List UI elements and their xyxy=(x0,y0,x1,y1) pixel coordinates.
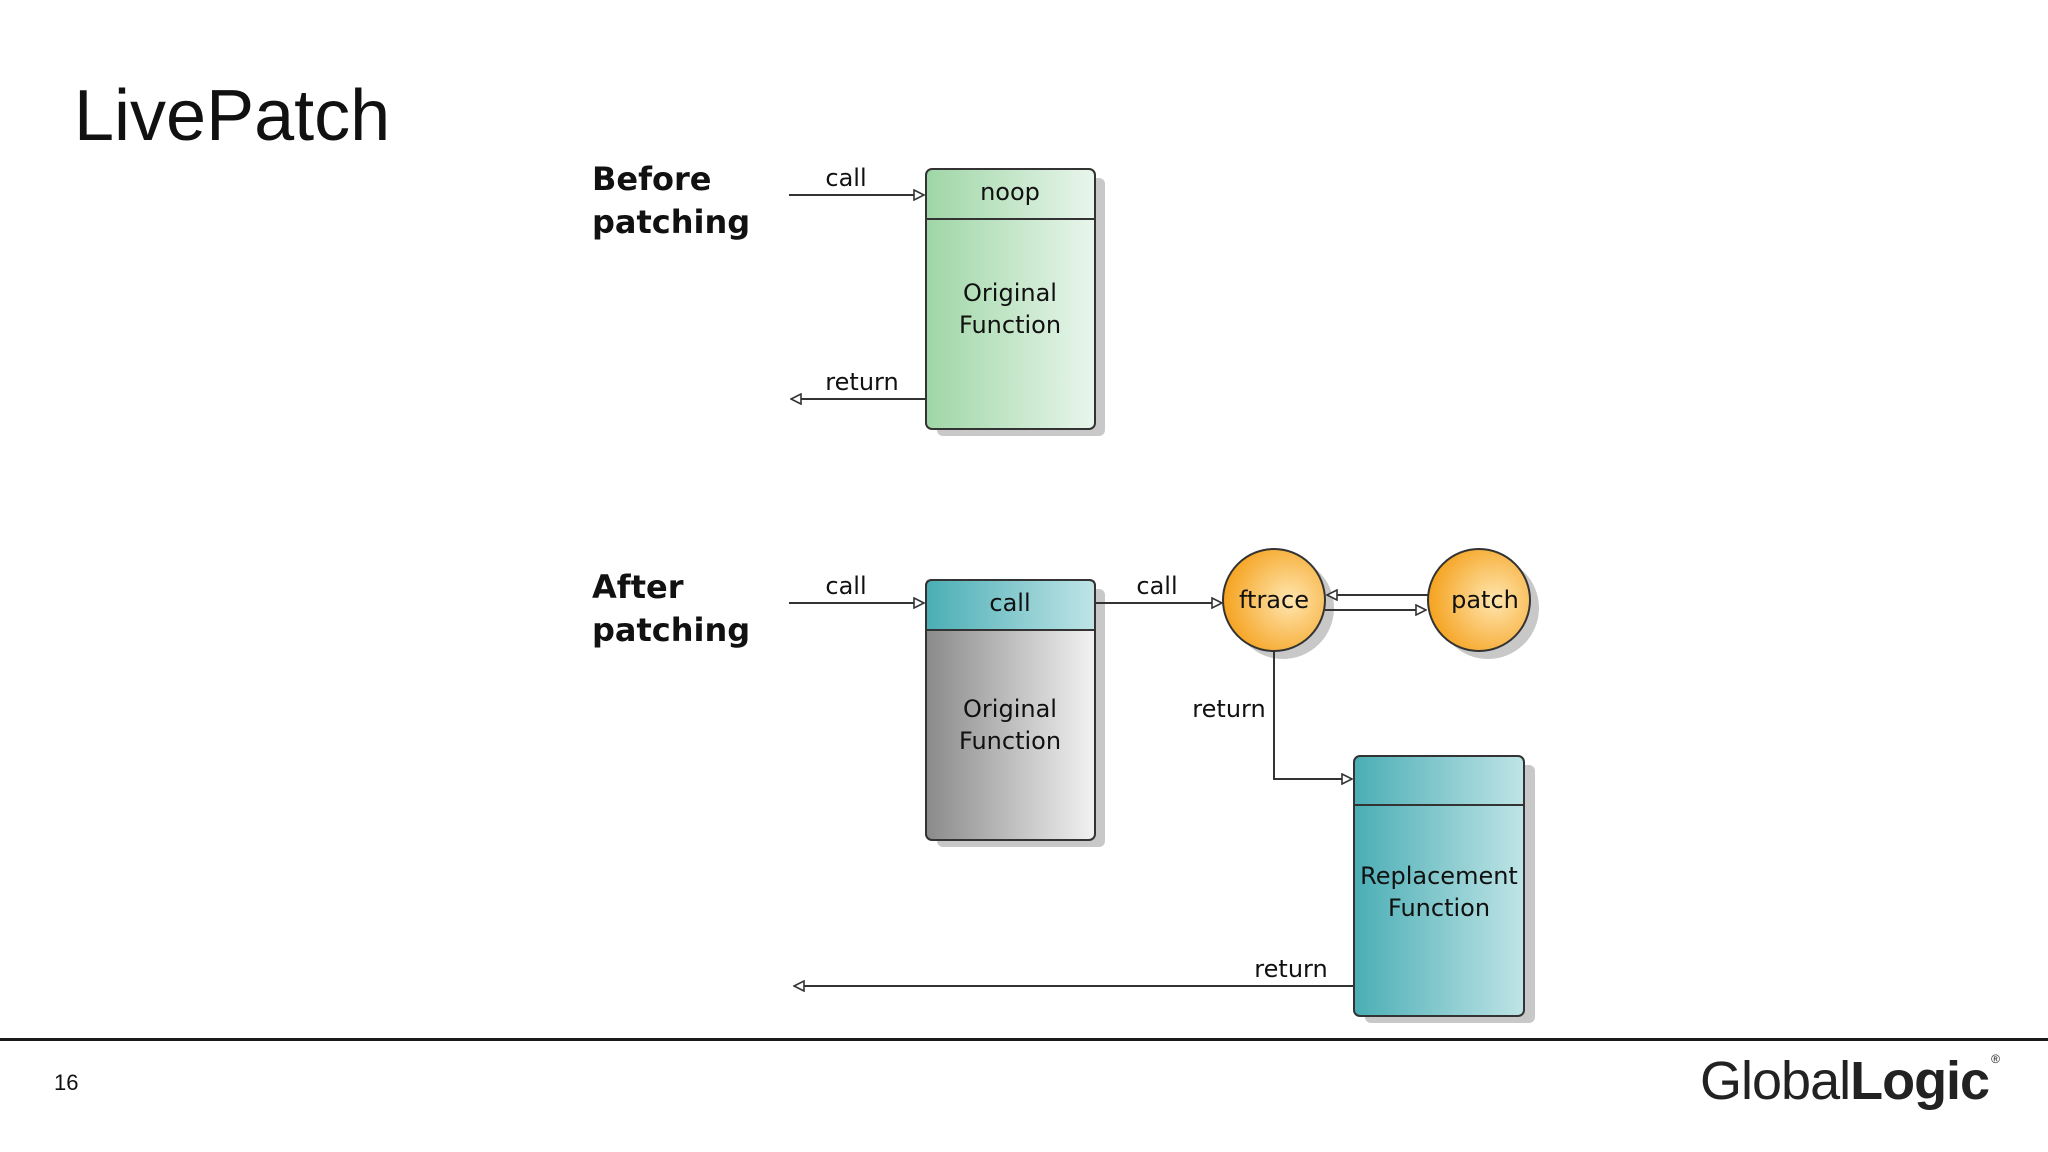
after-original-line1: Original xyxy=(963,695,1057,723)
ftrace-return-label: return xyxy=(1192,695,1265,723)
patch-label: patch xyxy=(1451,586,1519,614)
before-body-line2: Function xyxy=(959,311,1061,339)
after-call-in-label: call xyxy=(825,572,866,600)
after-call-header xyxy=(925,579,1096,631)
patch-node xyxy=(1427,548,1531,652)
replacement-line1: Replacement xyxy=(1360,862,1518,890)
after-return-label: return xyxy=(1254,955,1327,983)
after-section: After patching call Original Function ca… xyxy=(592,548,1539,1023)
logo-light-text: Global xyxy=(1700,1051,1851,1111)
ftrace-label: ftrace xyxy=(1239,586,1309,614)
footer-divider xyxy=(0,1038,2048,1041)
before-section: Before patching noop Original Function c… xyxy=(592,160,1105,436)
before-body-line1: Original xyxy=(963,279,1057,307)
after-heading-line1: After xyxy=(592,568,684,606)
after-heading-line2: patching xyxy=(592,611,750,649)
replacement-line2: Function xyxy=(1388,894,1490,922)
page-number: 16 xyxy=(54,1070,79,1095)
before-heading-line2: patching xyxy=(592,203,750,241)
ftrace-return-arrow xyxy=(1273,651,1352,779)
after-call-header-label: call xyxy=(989,589,1030,617)
logo-registered-mark: ® xyxy=(1991,1052,2000,1066)
before-return-label: return xyxy=(825,368,898,396)
before-heading-line1: Before xyxy=(592,160,711,198)
globallogic-logo: Global Logic ® xyxy=(1700,1042,2000,1112)
replacement-box xyxy=(1353,755,1525,1017)
after-original-line2: Function xyxy=(959,727,1061,755)
after-call-out-label: call xyxy=(1136,572,1177,600)
before-function-box xyxy=(925,168,1096,430)
logo-bold-text: Logic xyxy=(1850,1051,1990,1111)
before-call-label: call xyxy=(825,164,866,192)
before-noop-label: noop xyxy=(980,178,1040,206)
slide-title: LivePatch xyxy=(74,76,391,156)
